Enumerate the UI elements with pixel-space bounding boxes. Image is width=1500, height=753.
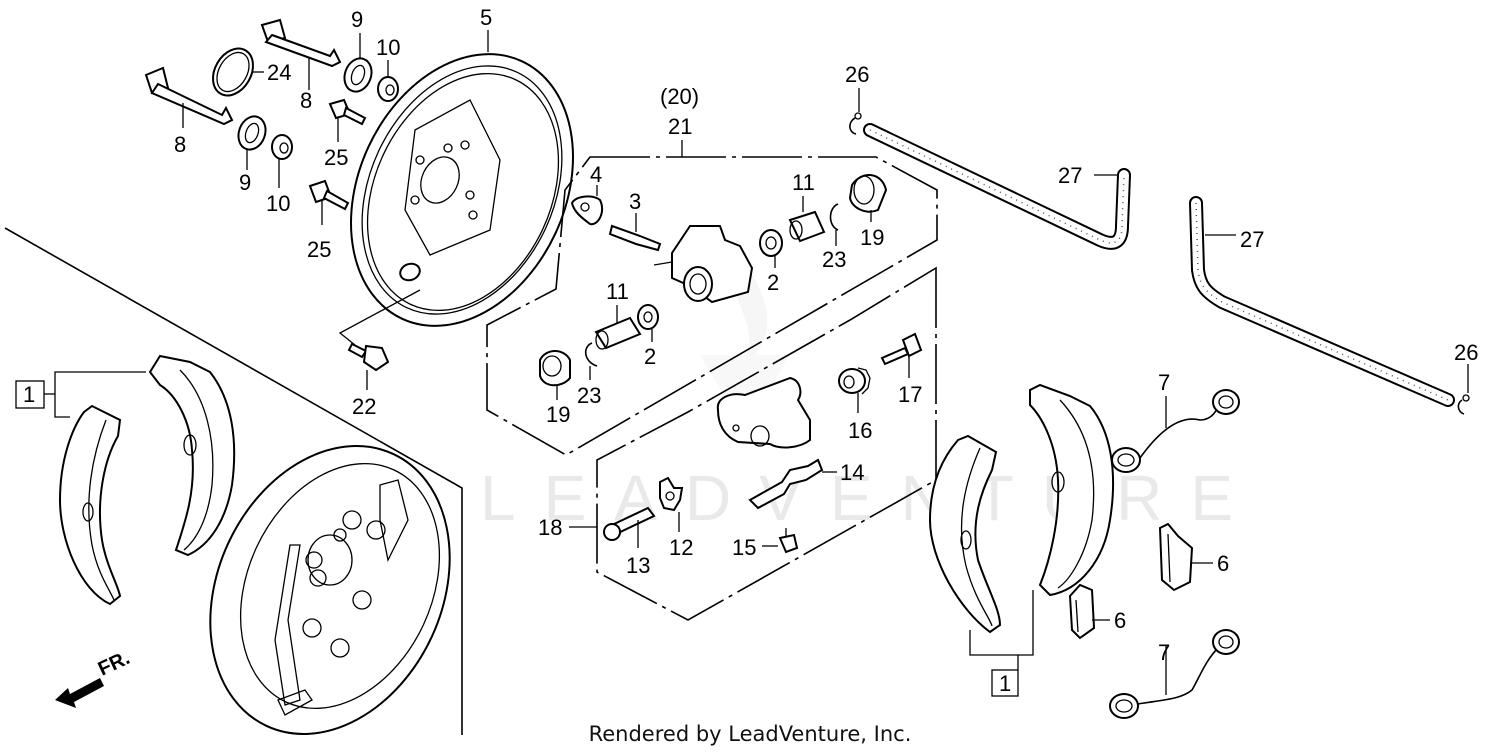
part-7-return-spring-upper xyxy=(1111,389,1240,473)
part-1-brake-shoe-right-a xyxy=(928,434,1002,634)
part-25-bolt-lower xyxy=(308,179,350,211)
group-21-outline xyxy=(486,156,938,456)
part-10-nut-upper xyxy=(377,76,399,102)
part-19-boot-upper xyxy=(848,174,888,213)
part-6-spring-clip-a xyxy=(1068,583,1096,640)
arrow-left-down-icon xyxy=(55,678,104,708)
part-6-spring-clip-b xyxy=(1158,522,1194,592)
part-27-hose-lower xyxy=(1189,196,1455,407)
callout-3: 3 xyxy=(629,189,641,214)
part-17-bolt xyxy=(880,332,923,366)
part-11-piston-upper xyxy=(788,210,826,243)
callout-10b: 10 xyxy=(266,191,290,216)
part-8-pin-upper xyxy=(260,18,342,68)
section-divider xyxy=(4,227,463,735)
callout-1a-box xyxy=(15,380,45,409)
callout-26b: 26 xyxy=(1454,340,1478,365)
part-1-brake-shoe-left-b xyxy=(148,354,236,557)
part-14-adjuster-lever xyxy=(748,458,824,510)
callout-8a: 8 xyxy=(300,88,312,113)
part-25-bolt-upper xyxy=(328,98,367,126)
part-10-nut-lower xyxy=(271,134,293,160)
callout-21: 21 xyxy=(668,114,692,139)
callout-14: 14 xyxy=(840,460,864,485)
callout-1a: 1 xyxy=(23,382,35,407)
part-15-fitting xyxy=(778,528,799,554)
callout-1b-box xyxy=(991,669,1019,697)
front-direction-indicator: FR. xyxy=(55,647,133,708)
callout-9a: 9 xyxy=(351,7,363,32)
part-26-clip-lower xyxy=(1457,394,1470,415)
callout-8b: 8 xyxy=(174,132,186,157)
part-1-brake-shoe-right-b xyxy=(1029,383,1115,597)
callout-12: 12 xyxy=(669,535,693,560)
callout-18: 18 xyxy=(538,515,562,540)
callout-23a: 23 xyxy=(822,247,846,272)
part-8-pin-lower xyxy=(144,66,234,126)
callout-23b: 23 xyxy=(577,383,601,408)
callout-7a: 7 xyxy=(1158,370,1170,395)
part-2-cup-upper xyxy=(759,229,783,257)
callout-6a: 6 xyxy=(1114,608,1126,633)
part-adjuster-housing xyxy=(716,376,811,449)
part-2-cup-lower xyxy=(637,304,659,330)
part-5-brake-panel xyxy=(350,53,574,327)
part-26-clip-upper xyxy=(849,112,862,135)
callout-26a: 26 xyxy=(845,62,869,87)
part-24-oring xyxy=(212,47,254,97)
front-label: FR. xyxy=(95,647,133,681)
part-11-piston-lower xyxy=(594,316,642,350)
callout-2b: 2 xyxy=(644,344,656,369)
callout-11b: 11 xyxy=(606,279,629,304)
leader-panel-to-22 xyxy=(338,289,421,346)
part-1-brake-shoe-left-a xyxy=(58,404,122,606)
part-7-return-spring-lower xyxy=(1109,629,1240,719)
callout-19b: 19 xyxy=(546,402,570,427)
part-23-circlip-lower xyxy=(584,342,598,367)
callout-11a: 11 xyxy=(792,170,815,195)
part-brake-drum-assembly xyxy=(209,445,451,735)
callout-15: 15 xyxy=(732,535,756,560)
part-3-bleeder xyxy=(608,224,662,252)
part-19-boot-lower xyxy=(539,350,571,387)
callout-27a: 27 xyxy=(1058,163,1082,188)
callout-25a: 25 xyxy=(324,145,348,170)
part-27-hose-upper xyxy=(863,123,1131,250)
callout-10a: 10 xyxy=(376,35,400,60)
callout-27b: 27 xyxy=(1240,227,1264,252)
part-9-seal-upper xyxy=(343,57,373,93)
part-22-flange-bolt xyxy=(347,342,390,372)
part-4-cap xyxy=(570,195,604,226)
callout-24: 24 xyxy=(267,60,291,85)
callout-13: 13 xyxy=(626,553,650,578)
leader-1b xyxy=(969,590,1034,656)
callout-25b: 25 xyxy=(307,237,331,262)
part-13-adjuster-screw xyxy=(603,506,656,541)
callout-7b: 7 xyxy=(1158,640,1170,665)
footer-credit: Rendered by LeadVenture, Inc. xyxy=(588,722,912,746)
part-12-adjuster-wheel xyxy=(659,476,684,512)
callout-19a: 19 xyxy=(860,225,884,250)
part-9-seal-lower xyxy=(237,115,267,151)
part-16-adjuster-gear xyxy=(838,367,871,395)
callout-22: 22 xyxy=(352,394,376,419)
group-18-outline xyxy=(596,266,937,621)
callout-5: 5 xyxy=(480,5,492,30)
callout-17: 17 xyxy=(898,382,922,407)
part-23-circlip-upper xyxy=(829,203,839,231)
callout-9b: 9 xyxy=(239,170,251,195)
part-wheel-cylinder-body xyxy=(653,225,754,304)
callout-2a: 2 xyxy=(767,270,779,295)
callout-4: 4 xyxy=(590,162,602,187)
callout-1b: 1 xyxy=(999,671,1011,696)
callout-6b: 6 xyxy=(1217,551,1229,576)
callout-16: 16 xyxy=(848,418,872,443)
callout-20: (20) xyxy=(660,84,699,109)
